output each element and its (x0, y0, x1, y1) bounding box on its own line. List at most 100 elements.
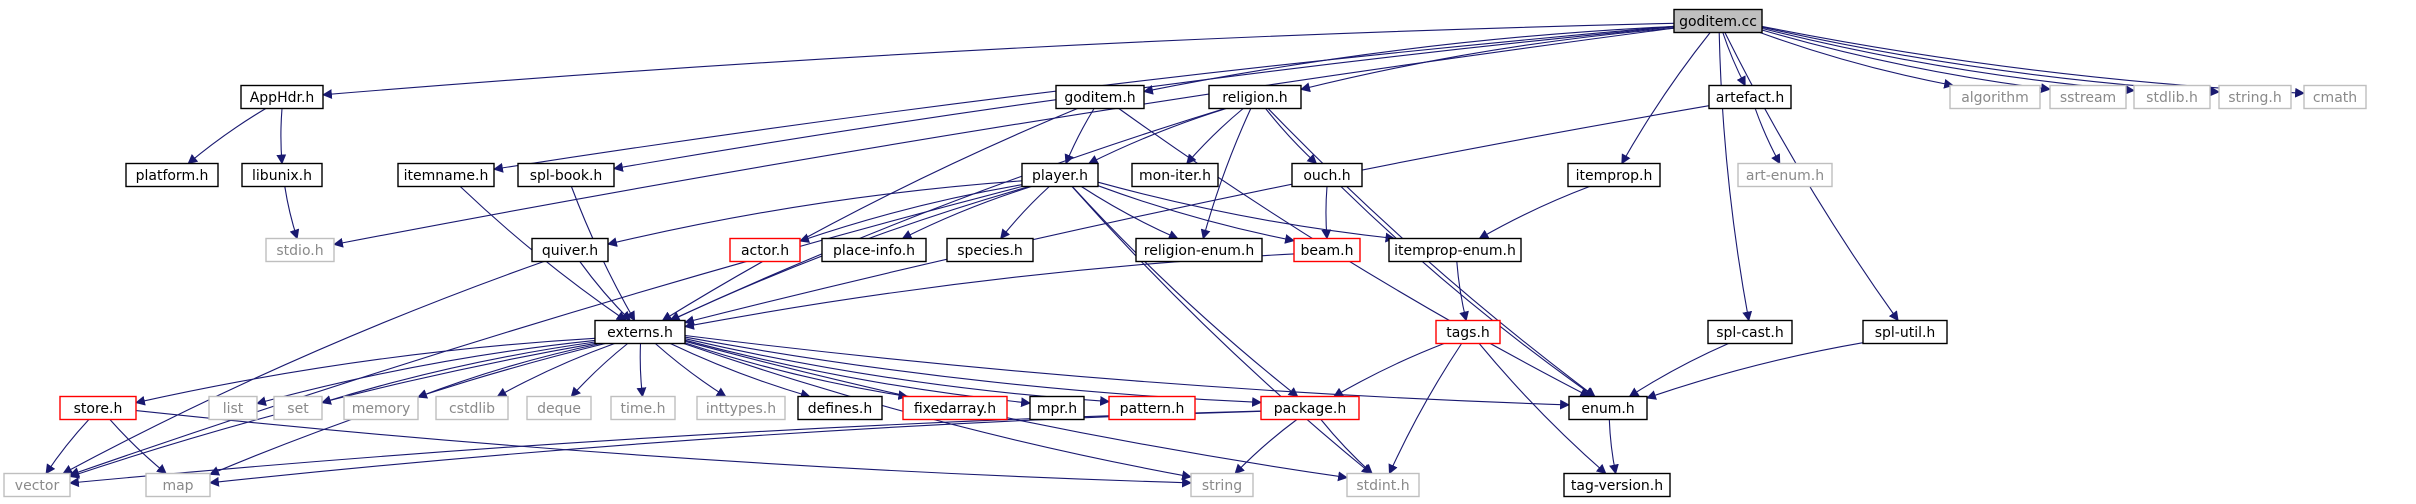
node-box (517, 162, 615, 188)
node-box (1131, 162, 1219, 188)
node-goditem_cc[interactable]: goditem.cc (1673, 8, 1763, 34)
node-memory: memory (343, 395, 419, 421)
edge-goditem_h-to-player (1064, 108, 1095, 165)
node-label: store.h (74, 401, 123, 417)
node-player[interactable]: player.h (1021, 162, 1099, 188)
edge-religion-to-ouch (1265, 108, 1318, 165)
node-label: memory (352, 401, 411, 417)
node-tags[interactable]: tags.h (1435, 319, 1501, 345)
node-box (265, 237, 335, 263)
node-label: sstream (2060, 90, 2116, 106)
node-splbook[interactable]: spl-book.h (517, 162, 615, 188)
node-splcast[interactable]: spl-cast.h (1707, 319, 1793, 345)
node-label: itemname.h (404, 168, 489, 184)
node-label: cstdlib (449, 401, 495, 417)
node-box (1291, 162, 1363, 188)
node-box (59, 395, 137, 421)
node-moniter[interactable]: mon-iter.h (1131, 162, 1219, 188)
edge-package-to-vector (69, 410, 1262, 488)
node-box (1862, 319, 1948, 345)
node-package[interactable]: package.h (1260, 395, 1360, 421)
edge-tags-to-stdint (1388, 343, 1463, 475)
edge-itemprop-to-itempropenum (1478, 185, 1590, 239)
node-box (821, 237, 927, 263)
node-set: set (273, 395, 323, 421)
node-label: stdlib.h (2146, 90, 2198, 106)
node-religionenum[interactable]: religion-enum.h (1135, 237, 1263, 263)
node-artefact[interactable]: artefact.h (1708, 84, 1792, 110)
edge-player-to-stdint (1071, 186, 1372, 475)
edge-externs-to-inttypes (654, 343, 727, 398)
node-box (397, 162, 495, 188)
edge-goditem_cc-to-algorithm (1759, 31, 1955, 89)
node-box (902, 395, 1008, 421)
node-box (1135, 237, 1263, 263)
node-label: pattern.h (1120, 401, 1185, 417)
edge-goditem_h-to-externs (661, 107, 1078, 322)
node-label: art-enum.h (1746, 168, 1824, 184)
node-apphdr[interactable]: AppHdr.h (240, 84, 324, 110)
node-label: ouch.h (1303, 168, 1350, 184)
node-platform[interactable]: platform.h (125, 162, 219, 188)
node-label: tag-version.h (1571, 478, 1663, 494)
node-libunix[interactable]: libunix.h (241, 162, 323, 188)
node-artenum: art-enum.h (1737, 162, 1833, 188)
node-box (3, 472, 71, 498)
node-itempropenum[interactable]: itemprop-enum.h (1388, 237, 1522, 263)
edge-player-to-beam (1097, 185, 1295, 244)
node-label: externs.h (607, 325, 673, 341)
node-religion[interactable]: religion.h (1208, 84, 1302, 110)
edge-player-to-species (1000, 186, 1050, 240)
edge-player-to-package (1071, 186, 1299, 398)
node-box (1260, 395, 1360, 421)
edge-apphdr-to-platform (187, 108, 267, 165)
node-itemprop[interactable]: itemprop.h (1567, 162, 1661, 188)
node-label: mon-iter.h (1139, 168, 1211, 184)
node-species[interactable]: species.h (946, 237, 1034, 263)
node-label: stdint.h (1356, 478, 1409, 494)
node-actor[interactable]: actor.h (729, 237, 801, 263)
node-box (1346, 472, 1420, 498)
node-box (1208, 84, 1302, 110)
node-label: defines.h (808, 401, 872, 417)
node-box (531, 237, 609, 263)
node-store[interactable]: store.h (59, 395, 137, 421)
edge-externs-to-vector (69, 342, 596, 479)
node-beam[interactable]: beam.h (1293, 237, 1361, 263)
edge-externs-to-store (135, 337, 596, 406)
edge-enum-to-tagversion (1608, 419, 1619, 475)
node-box (241, 162, 323, 188)
node-label: package.h (1274, 401, 1346, 417)
node-stdio: stdio.h (265, 237, 335, 263)
node-label: AppHdr.h (250, 90, 315, 106)
node-label: religion-enum.h (1144, 243, 1254, 259)
node-itemname[interactable]: itemname.h (397, 162, 495, 188)
node-defines[interactable]: defines.h (797, 395, 883, 421)
node-placeinfo[interactable]: place-info.h (821, 237, 927, 263)
edge-goditem_cc-to-splcast (1718, 32, 1753, 322)
edge-externs-to-defines (670, 343, 811, 399)
edge-externs-to-time (636, 343, 647, 398)
node-fixedarray[interactable]: fixedarray.h (902, 395, 1008, 421)
node-quiver[interactable]: quiver.h (531, 237, 609, 263)
node-label: string (1202, 478, 1242, 494)
edge-player-to-religionenum (1081, 186, 1179, 240)
node-splutil[interactable]: spl-util.h (1862, 319, 1948, 345)
node-externs[interactable]: externs.h (594, 319, 686, 345)
node-cmath: cmath (2303, 84, 2367, 110)
node-goditem_h[interactable]: goditem.h (1055, 84, 1145, 110)
node-ouch[interactable]: ouch.h (1291, 162, 1363, 188)
node-tagversion[interactable]: tag-version.h (1563, 472, 1671, 498)
node-mpr[interactable]: mpr.h (1029, 395, 1085, 421)
node-stdint: stdint.h (1346, 472, 1420, 498)
node-list: list (208, 395, 258, 421)
edge-store-to-vector (45, 419, 90, 475)
node-string: string (1190, 472, 1254, 498)
edge-ouch-to-beam (1321, 186, 1332, 240)
node-label: algorithm (1961, 90, 2029, 106)
node-pattern[interactable]: pattern.h (1108, 395, 1196, 421)
node-enum[interactable]: enum.h (1568, 395, 1648, 421)
edge-itempropenum-to-tags (1456, 261, 1469, 322)
edge-store-to-map (109, 419, 167, 475)
node-deque: deque (526, 395, 592, 421)
